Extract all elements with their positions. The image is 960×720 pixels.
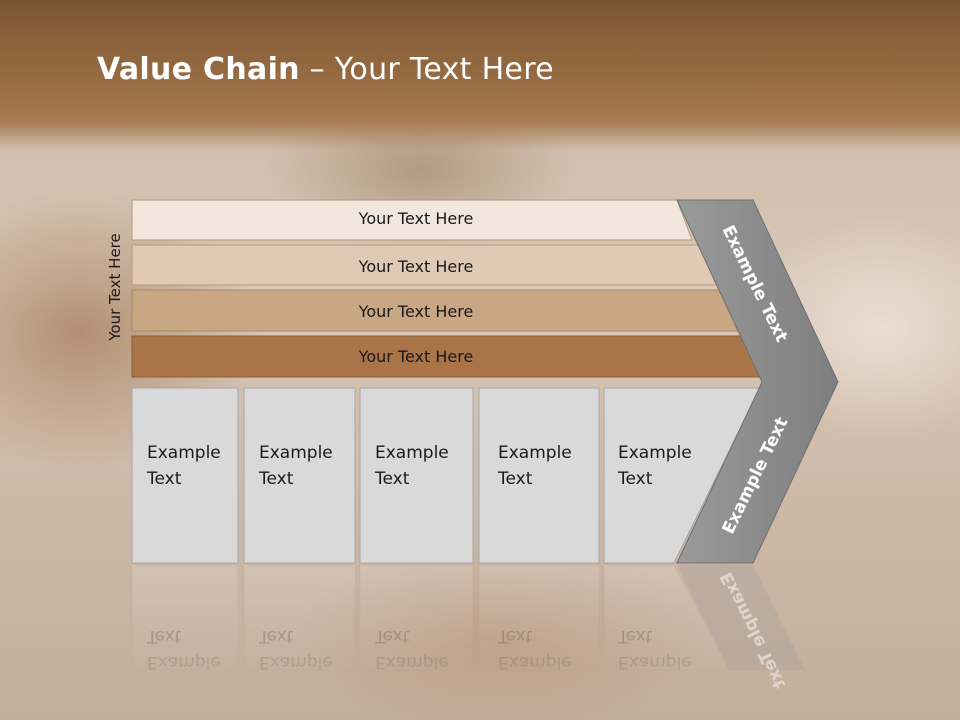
bar-1-label: Your Text Here (358, 209, 474, 228)
bar-4: Your Text Here (131, 335, 764, 378)
cell-1-line2: Text (147, 469, 182, 489)
diagram-reflection: Example Text (131, 564, 805, 692)
bar-1: Your Text Here (131, 199, 693, 241)
bar-4-label: Your Text Here (358, 347, 474, 366)
cell-2-refl-line1: Example (259, 652, 333, 672)
cell-3-line2: Text (375, 469, 410, 489)
cell-3-refl-line1: Example (375, 652, 449, 672)
slide-title: Value Chain – Your Text Here (97, 52, 554, 87)
cell-2-reflection: Example Text (259, 623, 355, 675)
cell-4-refl-line1: Example (498, 652, 572, 672)
cell-2-refl-line2: Text (259, 626, 294, 646)
cell-1-refl-line1: Example (147, 652, 221, 672)
text-reflection: Example Text Example Text Example Text Exam… (0, 563, 960, 720)
cell-4-reflection: Example Text (498, 623, 594, 675)
cell-4-line1: Example (498, 443, 572, 463)
cell-3-refl-line2: Text (375, 626, 410, 646)
cell-3-reflection: Example Text (375, 623, 471, 675)
bar-3: Your Text Here (131, 289, 739, 332)
cell-5-line1: Example (618, 443, 692, 463)
title-banner (0, 0, 960, 150)
bar-3-label: Your Text Here (358, 302, 474, 321)
cell-5-reflection: Example Text (618, 623, 714, 675)
cell-4-refl-line2: Text (498, 626, 533, 646)
cell-2-line1: Example (259, 443, 333, 463)
cell-1 (131, 387, 239, 564)
cell-2 (243, 387, 356, 564)
cell-1-line1: Example (147, 443, 221, 463)
cell-5-line2: Text (618, 469, 653, 489)
cell-2-line2: Text (259, 469, 294, 489)
bar-2: Your Text Here (131, 244, 717, 286)
cell-5-refl-line2: Text (618, 626, 653, 646)
title-rest: – Your Text Here (299, 52, 554, 87)
bar-2-shape (131, 244, 717, 286)
cell-4-line2: Text (498, 469, 533, 489)
cell-4 (478, 387, 600, 564)
chevron-arrow (676, 199, 839, 564)
cell-1-refl-line2: Text (147, 626, 182, 646)
cell-1-reflection: Example Text (147, 623, 243, 675)
cell-3 (359, 387, 474, 564)
title-bold: Value Chain (97, 52, 300, 87)
bar-2-label: Your Text Here (358, 257, 474, 276)
cell-3-line1: Example (375, 443, 449, 463)
bar-1-shape (131, 199, 693, 241)
cell-5-refl-line1: Example (618, 652, 692, 672)
cell-5 (603, 387, 761, 564)
